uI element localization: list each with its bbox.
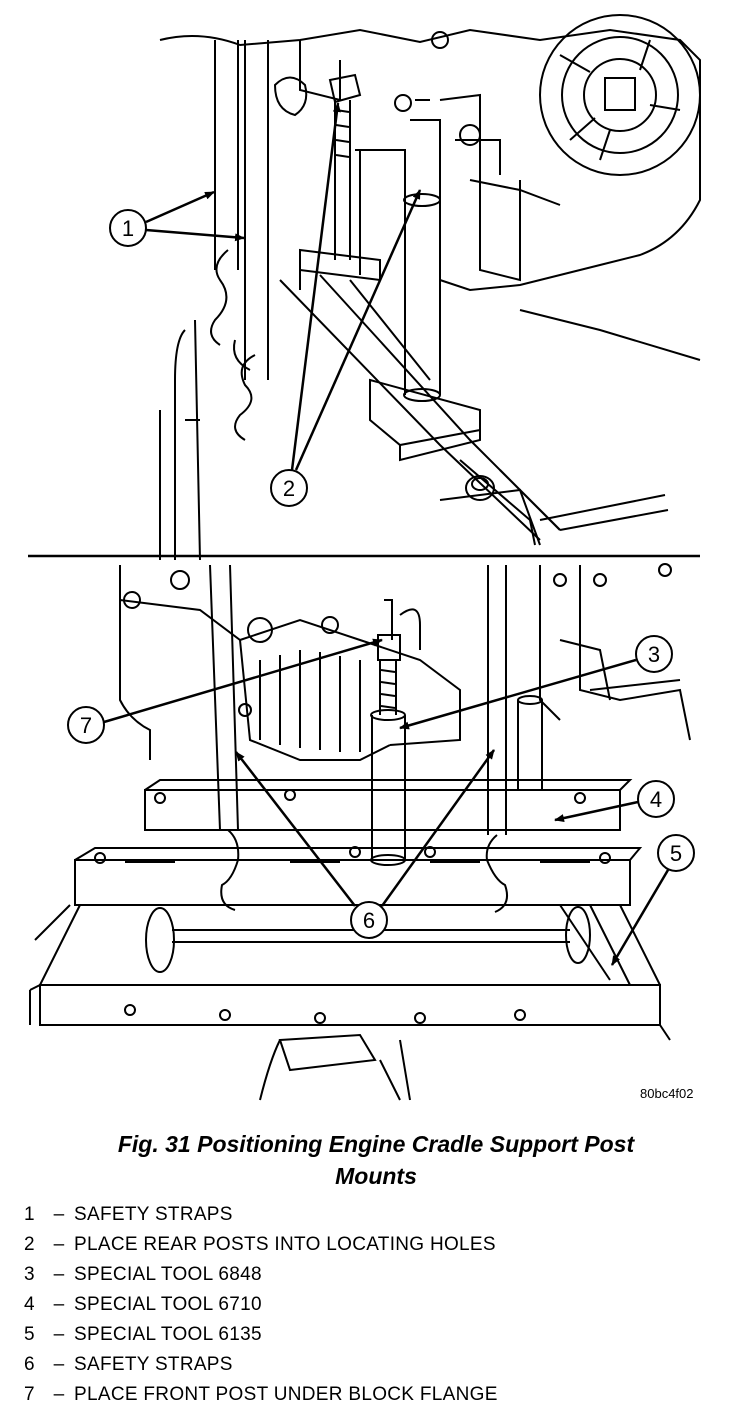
rear-cross-bar	[144, 789, 621, 831]
figure-caption: Fig. 31 Positioning Engine Cradle Suppor…	[20, 1128, 732, 1192]
legend-item: 6–SAFETY STRAPS	[24, 1354, 233, 1375]
caption-line-1: Fig. 31 Positioning Engine Cradle Suppor…	[117, 1131, 635, 1157]
engine-cradle-illustration: 1 2 3 4 5 6 7 80bc4f02	[28, 14, 701, 1101]
svg-text:1: 1	[122, 216, 134, 241]
legend-item: 1–SAFETY STRAPS	[24, 1204, 233, 1225]
front-post	[371, 715, 406, 860]
crank-pulley	[539, 14, 701, 176]
engine-block-top	[159, 28, 701, 292]
legend-item: 7–PLACE FRONT POST UNDER BLOCK FLANGE	[24, 1384, 498, 1405]
callout-1: 1	[109, 190, 245, 247]
cradle-rail-top	[279, 274, 561, 541]
callout-7: 7	[67, 638, 383, 744]
bottom-safety-strap-left	[209, 564, 239, 831]
callout-4: 4	[554, 780, 675, 823]
legend-list: 1–SAFETY STRAPS 2–PLACE REAR POSTS INTO …	[24, 1200, 498, 1410]
front-cross-bar	[74, 859, 631, 906]
top-safety-strap-1	[214, 40, 239, 270]
callout-2: 2	[270, 102, 422, 507]
legend-item: 4–SPECIAL TOOL 6710	[24, 1294, 262, 1315]
svg-text:2: 2	[283, 476, 295, 501]
svg-text:4: 4	[650, 787, 662, 812]
svg-text:3: 3	[648, 642, 660, 667]
rear-post-plate	[369, 378, 481, 447]
svg-text:6: 6	[363, 908, 375, 933]
floor-jack	[278, 1033, 377, 1072]
caption-line-2: Mounts	[335, 1163, 417, 1189]
cradle-wheel	[145, 907, 175, 973]
top-view	[159, 14, 701, 561]
callout-5: 5	[610, 834, 695, 966]
bottom-view	[29, 563, 691, 1101]
legend-item: 3–SPECIAL TOOL 6848	[24, 1264, 262, 1285]
top-safety-strap-2	[244, 40, 269, 380]
bottom-safety-strap-right	[487, 565, 507, 835]
legend-item: 2–PLACE REAR POSTS INTO LOCATING HOLES	[24, 1234, 496, 1255]
oil-pan	[239, 618, 461, 746]
svg-text:5: 5	[670, 841, 682, 866]
engine-block-bottom	[119, 565, 391, 761]
callout-3: 3	[399, 635, 673, 730]
figure-code: 80bc4f02	[640, 1086, 694, 1101]
svg-text:7: 7	[80, 713, 92, 738]
callout-6: 6	[235, 749, 496, 939]
legend-item: 5–SPECIAL TOOL 6135	[24, 1324, 262, 1345]
